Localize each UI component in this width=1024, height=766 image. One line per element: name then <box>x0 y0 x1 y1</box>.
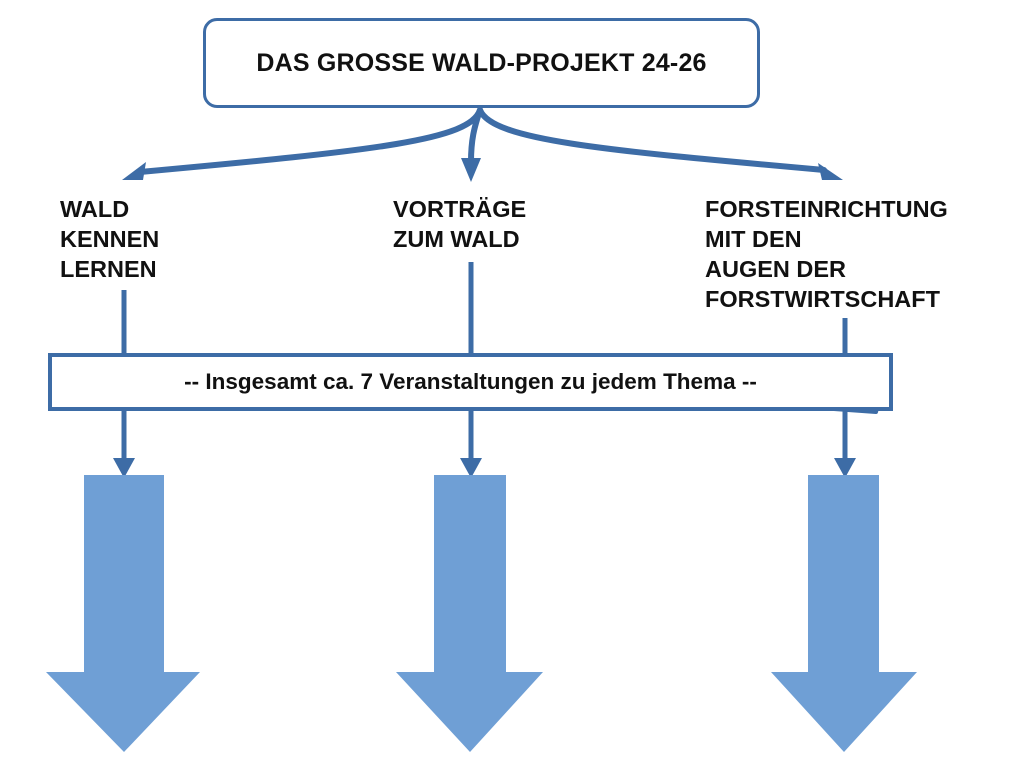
branch-label-line: AUGEN DER <box>705 256 847 282</box>
branch-label-line: FORSTEINRICHTUNG <box>705 196 948 222</box>
page-title: DAS GROSSE WALD-PROJEKT 24-26 <box>256 48 707 77</box>
branch-label-vortraege-zum-wald: VORTRÄGE ZUM WALD <box>393 194 526 254</box>
events-banner-box: -- Insgesamt ca. 7 Veranstaltungen zu je… <box>48 353 893 411</box>
outcome-arrow-left <box>46 475 200 752</box>
outcome-arrow-right <box>771 475 917 752</box>
branch-label-forsteinrichtung: FORSTEINRICHTUNG MIT DEN AUGEN DER FORST… <box>705 194 948 314</box>
branch-connector-left <box>122 107 483 180</box>
branch-label-line: ZUM WALD <box>393 226 520 252</box>
branch-label-line: WALD <box>60 196 130 222</box>
events-banner-text: -- Insgesamt ca. 7 Veranstaltungen zu je… <box>184 369 757 394</box>
project-title-box: DAS GROSSE WALD-PROJEKT 24-26 <box>203 18 760 108</box>
branch-label-line: MIT DEN <box>705 226 802 252</box>
branch-connector-right <box>477 107 843 180</box>
line-banner-to-outcome-left <box>113 409 135 478</box>
branch-label-line: LERNEN <box>60 256 157 282</box>
branch-label-line: FORSTWIRTSCHAFT <box>705 286 940 312</box>
branch-connector-middle <box>461 107 483 182</box>
outcome-arrow-middle <box>396 475 543 752</box>
branch-label-line: KENNEN <box>60 226 160 252</box>
line-banner-to-outcome-right <box>834 409 856 478</box>
branch-label-line: VORTRÄGE <box>393 196 527 222</box>
branch-label-wald-kennen-lernen: WALD KENNEN LERNEN <box>60 194 159 284</box>
line-banner-to-outcome-middle <box>460 409 482 478</box>
